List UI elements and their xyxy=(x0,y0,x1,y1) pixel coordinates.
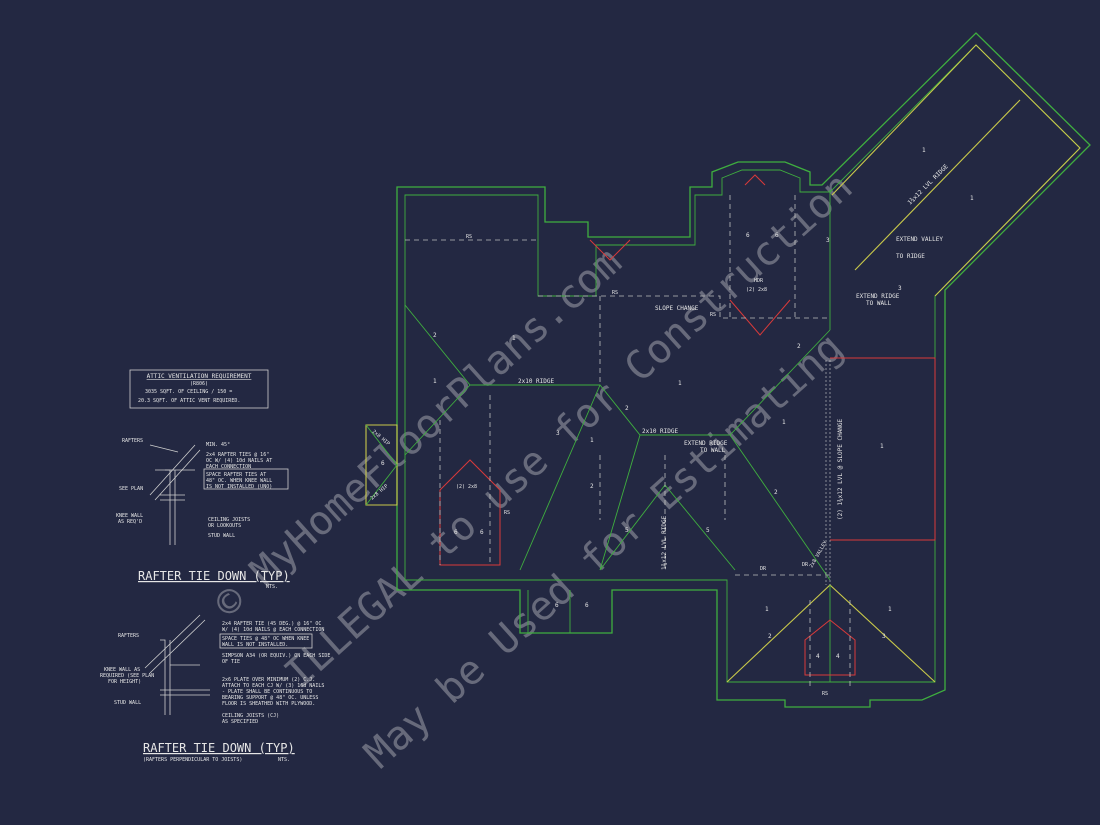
plan-slope-6d: 6 xyxy=(454,529,458,536)
d1-ceiling-1: CEILING JOISTS xyxy=(208,517,250,523)
d2-simpson-2: OF TIE xyxy=(222,659,240,665)
plan-ridge-2x10-b: 2x10 RIDGE xyxy=(642,428,679,435)
plan-slope-2a: 2 xyxy=(433,332,437,339)
plan-ridge-2x8-a: (2) 2x8 xyxy=(456,484,477,490)
d1-space-2: 48" OC. WHEN KNEE WALL xyxy=(206,478,272,484)
plan-slope-6a: 6 xyxy=(746,232,750,239)
d1-tie-2: OC W/ (4) 10d NAILS AT xyxy=(206,458,272,464)
plan-extend-ridge-b1: EXTEND RIDGE xyxy=(684,440,728,447)
plan-lvl-ridge-top: 1¾x12 LVL RIDGE xyxy=(906,163,950,207)
d1-knee-1: KNEE WALL xyxy=(116,513,143,519)
plan-slope-4a: 4 xyxy=(816,653,820,660)
plan-hdr: HDR xyxy=(754,278,764,284)
d2-simpson-1: SIMPSON A34 (OR EQUIV.) ON EACH SIDE xyxy=(222,653,330,659)
d2-space-2: WALL IS NOT INSTALLED. xyxy=(222,642,288,648)
d2-ceiling-1: CEILING JOISTS (CJ) xyxy=(222,713,279,719)
d2-plate-4: BEARING SUPPORT @ 48" OC. UNLESS xyxy=(222,695,318,701)
d2-ceiling-2: AS SPECIFIED xyxy=(222,719,258,725)
plan-extend-ridge-2: TO WALL xyxy=(866,300,892,307)
attic-ventilation-box: ATTIC VENTILATION REQUIREMENT (R806) 303… xyxy=(129,369,269,409)
plan-slope-4b: 4 xyxy=(836,653,840,660)
d2-stud: STUD WALL xyxy=(114,700,141,706)
plan-slope-6b: 6 xyxy=(775,232,779,239)
plan-dr-1: DR xyxy=(760,566,767,572)
plan-slope-2b: 2 xyxy=(625,405,629,412)
plan-slope-5b: 5 xyxy=(706,527,710,534)
plan-slope-2f: 2 xyxy=(768,633,772,640)
plan-rs-4: RS xyxy=(504,510,510,516)
plan-slope-2e: 2 xyxy=(797,343,801,350)
d1-ceiling-2: OR LOOKOUTS xyxy=(208,523,241,529)
d1-see-plan: SEE PLAN xyxy=(119,486,143,492)
plan-slope-3c2: 3 xyxy=(898,285,902,292)
plan-slope-1b: 1 xyxy=(512,335,516,342)
watermark-line-2: ILLEGAL to use for Construction xyxy=(276,164,862,698)
plan-slope-2d: 2 xyxy=(774,489,778,496)
plan-lvl-ridge-mid: 1¾x12 LVL RIDGE xyxy=(661,515,668,570)
plan-extend-valley-2: TO RIDGE xyxy=(896,253,925,260)
plan-slope-1i: 1 xyxy=(765,606,769,613)
plan-slope-1f: 1 xyxy=(880,443,884,450)
d1-space-3: IS NOT INSTALLED (UNO) xyxy=(206,484,272,490)
plan-slope-1j: 1 xyxy=(888,606,892,613)
d2-rafters: RAFTERS xyxy=(118,633,139,639)
plan-ridge-2x10-a: 2x10 RIDGE xyxy=(518,378,555,385)
d2-knee-2: REQUIRED (SEE PLAN xyxy=(100,673,154,679)
plan-rs-1: RS xyxy=(466,234,472,240)
detail1-title: RAFTER TIE DOWN (TYP) xyxy=(138,569,290,583)
detail1-nts: NTS. xyxy=(266,584,278,590)
plan-slope-1g: 1 xyxy=(922,147,926,154)
plan-slope-6g: 6 xyxy=(585,602,589,609)
plan-slope-1h: 1 xyxy=(970,195,974,202)
plan-rs-3: RS xyxy=(710,312,716,318)
d1-tie-1: 2x4 RAFTER TIES @ 16" xyxy=(206,452,269,458)
plan-lvl-slope: (2) 1¾x12 LVL @ SLOPE CHANGE xyxy=(837,418,844,520)
detail2-nts: NTS. xyxy=(278,757,290,763)
d2-tie-1: 2x4 RAFTER TIE (45 DEG.) @ 16" OC xyxy=(222,621,321,627)
d1-space-1: SPACE RAFTER TIES AT xyxy=(206,472,266,478)
rafter-tie-detail-2: RAFTERS 2x4 RAFTER TIE (45 DEG.) @ 16" O… xyxy=(100,614,330,763)
plan-rs-5: RS xyxy=(822,691,828,697)
d2-tie-2: W/ (4) 10d NAILS @ EACH CONNECTION xyxy=(222,627,324,633)
plan-slope-3c: 3 xyxy=(882,633,886,640)
d2-plate-2: ATTACH TO EACH CJ W/ (3) 16d NAILS xyxy=(222,683,324,689)
plan-dr-2: DR xyxy=(802,562,809,568)
d2-knee-1: KNEE WALL AS xyxy=(104,667,140,673)
plan-slope-1a: 1 xyxy=(433,378,437,385)
d2-space-1: SPACE TIES @ 48" OC WHEN KNEE xyxy=(222,636,309,642)
attic-line-1: 3035 SQFT. OF CEILING / 150 = xyxy=(145,389,232,395)
plan-slope-3b: 3 xyxy=(826,237,830,244)
d1-min45: MIN. 45° xyxy=(206,442,230,448)
plan-slope-6f: 6 xyxy=(555,602,559,609)
d2-plate-1: 2x6 PLATE OVER MINIMUM (2) C.J. xyxy=(222,677,315,683)
plan-extend-ridge-b2: TO WALL xyxy=(700,447,726,454)
plan-slope-6c: 6 xyxy=(381,460,385,467)
plan-rs-2: RS xyxy=(612,290,618,296)
plan-extend-valley-1: EXTEND VALLEY xyxy=(896,236,943,243)
attic-line-2: 20.3 SQFT. OF ATTIC VENT REQUIRED. xyxy=(138,398,240,404)
plan-slope-2c: 2 xyxy=(590,483,594,490)
plan-extend-ridge-1: EXTEND RIDGE xyxy=(856,293,900,300)
plan-slope-1e: 1 xyxy=(782,419,786,426)
plan-slope-1d: 1 xyxy=(678,380,682,387)
attic-code: (R806) xyxy=(190,381,208,387)
d2-knee-3: FOR HEIGHT) xyxy=(108,679,141,685)
plan-ridge-2x8-b: (2) 2x8 xyxy=(746,287,767,293)
d1-rafters: RAFTERS xyxy=(122,438,143,444)
plan-slope-5a: 5 xyxy=(625,527,629,534)
attic-title: ATTIC VENTILATION REQUIREMENT xyxy=(147,373,252,380)
plan-slope-3a: 3 xyxy=(556,430,560,437)
rafter-tie-detail-1: RAFTERS MIN. 45° 2x4 RAFTER TIES @ 16" O… xyxy=(116,438,290,590)
d1-tie-3: EACH CONNECTION xyxy=(206,464,251,470)
plan-slope-1c: 1 xyxy=(590,437,594,444)
plan-slope-change: SLOPE CHANGE xyxy=(655,305,699,312)
detail2-subtitle: (RAFTERS PERPENDICULAR TO JOISTS) xyxy=(143,757,242,763)
plan-slope-6e: 6 xyxy=(480,529,484,536)
d2-plate-3: - PLATE SHALL BE CONTINUOUS TO xyxy=(222,689,312,695)
d2-plate-5: FLOOR IS SHEATHED WITH PLYWOOD. xyxy=(222,701,315,707)
d1-stud: STUD WALL xyxy=(208,533,235,539)
d1-knee-2: AS REQ'D xyxy=(118,519,142,525)
detail2-title: RAFTER TIE DOWN (TYP) xyxy=(143,741,295,755)
